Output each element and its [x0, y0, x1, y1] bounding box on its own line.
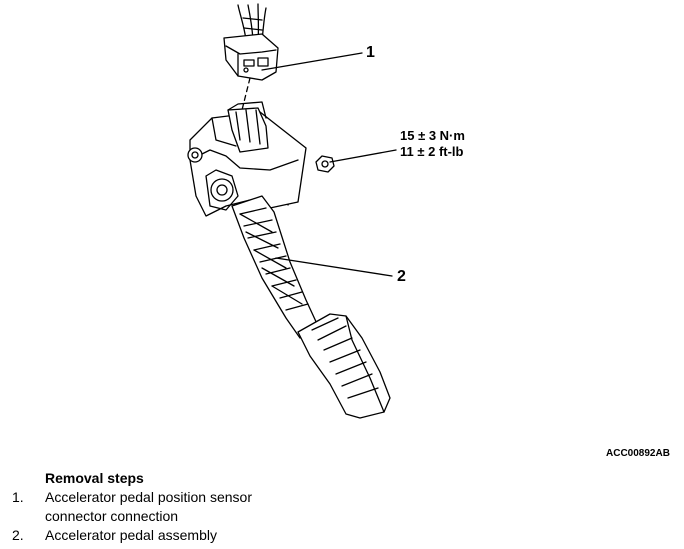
leader-line-1	[261, 52, 363, 71]
step-text: Accelerator pedal position sensor connec…	[45, 489, 253, 524]
removal-step: 1. Accelerator pedal position sensor con…	[12, 488, 285, 526]
removal-steps-title: Removal steps	[45, 470, 144, 486]
pedal-arm	[231, 195, 319, 339]
sensor-connector	[223, 33, 279, 81]
leader-line-2	[275, 257, 393, 277]
pedal-pad	[297, 313, 391, 419]
torque-imperial: 11 ± 2 ft-lb	[400, 144, 464, 159]
pedal-diagram	[187, 3, 397, 419]
callout-part-2: 2	[397, 268, 406, 285]
pedal-bracket	[187, 101, 307, 217]
torque-metric: 15 ± 3 N·m	[400, 128, 465, 143]
step-number: 1.	[12, 489, 24, 505]
step-text: Accelerator pedal assembly	[45, 527, 217, 543]
removal-step: 2. Accelerator pedal assembly	[12, 526, 285, 545]
mounting-nut	[315, 155, 335, 173]
figure-code: ACC00892AB	[606, 448, 670, 459]
leader-line-torque	[329, 149, 397, 163]
step-number: 2.	[12, 527, 24, 543]
removal-steps: Removal steps 1. Accelerator pedal posit…	[12, 469, 285, 545]
torque-spec: 15 ± 3 N·m 11 ± 2 ft-lb	[400, 128, 465, 160]
callout-part-1: 1	[366, 44, 375, 61]
